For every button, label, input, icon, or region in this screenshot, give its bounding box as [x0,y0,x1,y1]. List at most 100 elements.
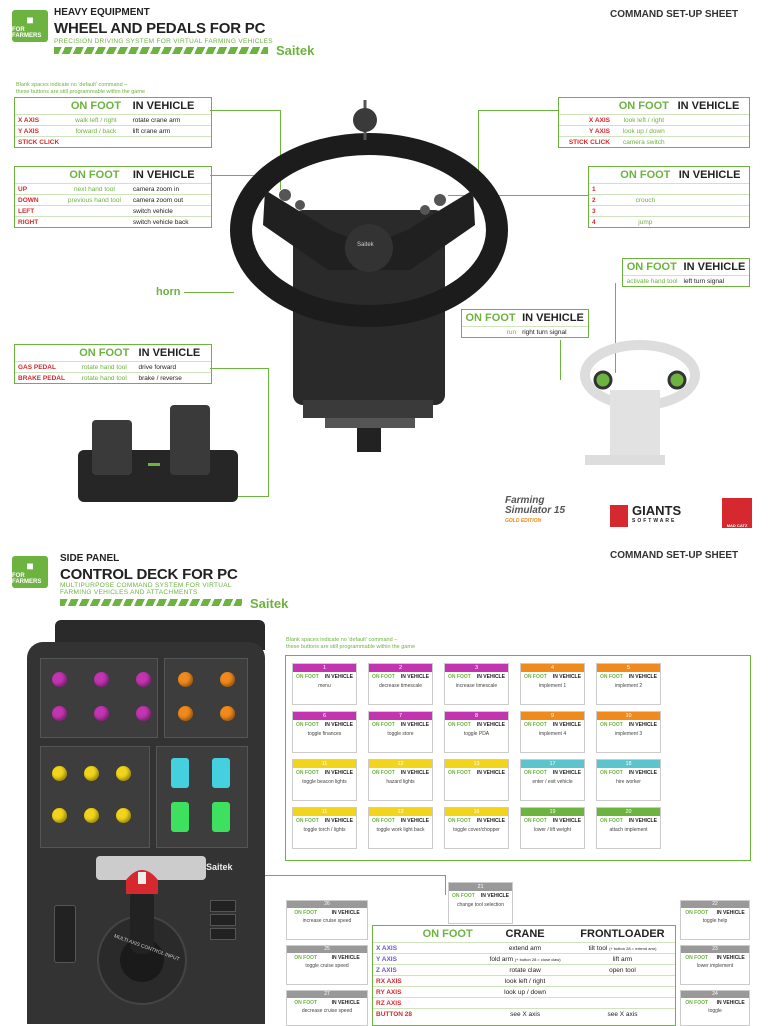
connector-line [448,195,588,196]
side-button-24[interactable] [210,928,236,940]
deck-button[interactable] [116,766,131,781]
connector-line [560,340,561,380]
hdr-on-foot: ON FOOT [372,818,395,824]
button-number: 9 [521,712,584,720]
hdr-in-vehicle: IN VEHICLE [716,955,745,961]
hdr-in-vehicle: IN VEHICLE [628,770,657,776]
button-action: enter / exit vehicle [532,779,573,785]
button-action: lower implement [696,963,734,969]
switch-18[interactable] [212,758,230,788]
hdr-on-foot: ON FOOT [685,955,709,961]
top-sheet-label: COMMAND SET-UP SHEET [610,9,739,20]
deck-button[interactable] [116,808,131,823]
button-number: 11 [293,808,356,816]
hdr-in-vehicle: IN VEHICLE [132,169,195,181]
crane-cell: extend arm [508,944,542,952]
button-number: 27 [287,991,367,998]
magenta-button-group [40,658,158,738]
deck-button[interactable] [136,706,151,721]
axis-label: RX AXIS [373,975,415,987]
giants-text: GIANTS SOFTWARE [632,504,681,527]
axis-note-x: (+ button 28 = extend arm) [609,945,657,951]
button-action: hazard lights [386,779,415,785]
button-number: 12 [369,760,432,768]
on-foot-cell: camera switch [613,136,675,147]
side-button-23[interactable] [210,914,236,926]
button-action: toggle help [702,918,728,924]
in-vehicle-cell: lift crane arm [129,125,211,137]
button-action [445,776,508,779]
deck-button[interactable] [52,672,67,687]
side-button-22[interactable] [210,900,236,912]
note-line-1: Blank spaces indicate no 'default' comma… [16,82,128,88]
row-label: BRAKE PEDAL [15,372,73,383]
deck-button[interactable] [84,766,99,781]
on-foot-cell: activate hand tool [623,275,681,286]
hdr-in-vehicle: IN VEHICLE [400,818,429,824]
hdr-on-foot: ON FOOT [296,722,319,728]
button-number: 16 [445,808,508,816]
button-number: 4 [521,664,584,672]
deck-button[interactable] [220,706,235,721]
hdr-in-vehicle: IN VEHICLE [324,770,353,776]
hdr-on-foot: ON FOOT [294,1000,318,1006]
deck-button[interactable] [52,808,67,823]
front-cell: open tool [569,964,675,976]
deck-button[interactable] [84,808,99,823]
in-vehicle-cell: brake / reverse [135,372,211,383]
crane-cell: fold arm [489,955,514,963]
deck-button[interactable] [52,766,67,781]
hdr-in-vehicle: IN VEHICLE [324,818,353,824]
button-number: 22 [681,901,749,908]
hdr-on-foot: ON FOOT [600,818,623,824]
deck-button[interactable] [136,672,151,687]
hdr-frontloader: FRONTLOADER [580,928,665,940]
hdr-on-foot: ON FOOT [448,770,471,776]
row-label: STICK CLICK [15,136,63,147]
connector-line [210,175,285,176]
crane-cell: look up / down [480,986,570,998]
dpad [295,200,305,210]
joystick-shaft [130,888,154,954]
switch-17[interactable] [171,758,189,788]
deck-button[interactable] [94,672,109,687]
deck-button[interactable] [178,706,193,721]
madcatz-logo: MAD CATZ [722,498,752,528]
top-title: WHEEL AND PEDALS FOR PC [54,20,266,37]
hdr-in-vehicle: IN VEHICLE [677,100,740,112]
row-label: RIGHT [15,216,59,227]
crane-cell: look left / right [480,975,570,987]
deck-button[interactable] [220,672,235,687]
hdr-on-foot: ON FOOT [600,722,623,728]
hdr-on-foot: ON FOOT [685,1000,709,1006]
switch-20[interactable] [212,802,230,832]
hdr-on-foot: ON FOOT [618,100,669,112]
button-action: decrease timescale [378,683,423,689]
on-foot-cell: rotate hand tool [73,372,136,383]
deck-button[interactable] [52,706,67,721]
deck-button[interactable] [178,672,193,687]
right-stick [434,194,446,206]
badge-subtitle: FOR FARMERS [12,573,42,585]
hdr-on-foot: ON FOOT [372,674,395,680]
tractor-icon: ■ [26,13,34,27]
switch-19[interactable] [171,802,189,832]
in-vehicle-cell: switch vehicle back [129,216,211,227]
on-foot-cell: run [462,326,520,337]
rocker-switch[interactable] [54,905,76,963]
deck-button[interactable] [94,706,109,721]
crane-cell: rotate claw [480,964,570,976]
connector-line [265,875,445,876]
